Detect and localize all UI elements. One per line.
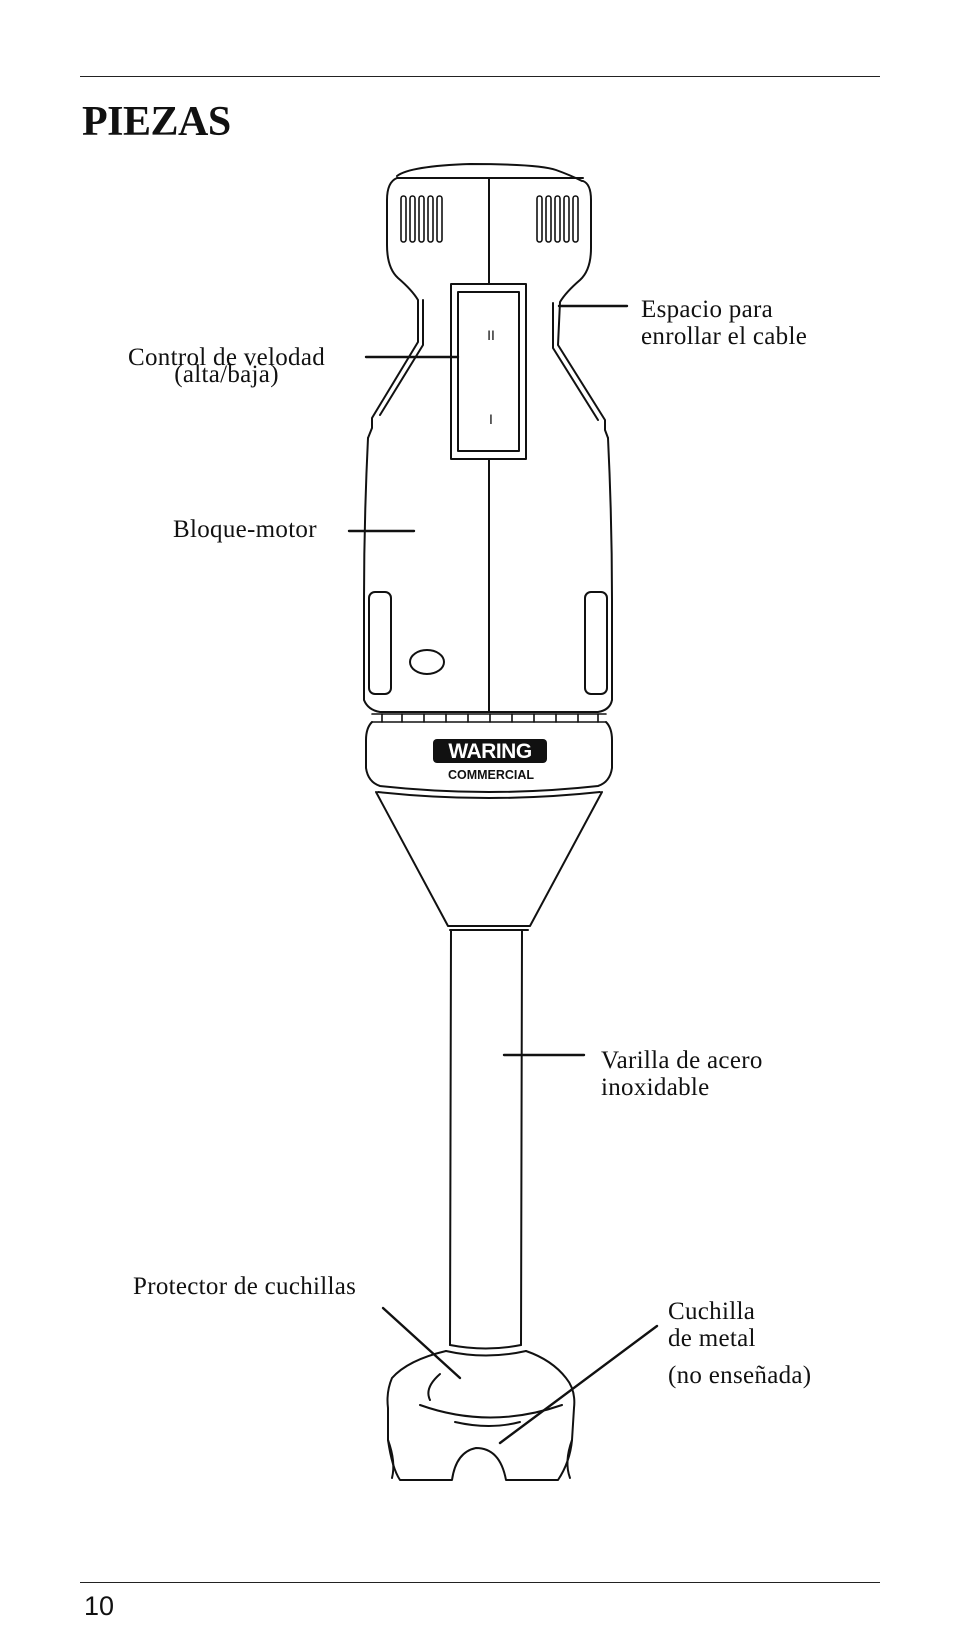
speed-switch [450,283,527,460]
brand-logo: WARING COMMERCIAL [433,739,547,782]
vent-slots-right [536,195,579,243]
label-blade-guard: Protector de cuchillas [133,1273,357,1300]
handle-top [367,163,609,439]
label-cord-space: Espacio para enrollar el cable [641,296,807,350]
page-title: PIEZAS [82,99,231,145]
top-rule [80,76,880,77]
switch-high-mark: II [487,327,495,343]
label-speed-control-line2: (alta/baja) [174,361,279,388]
page-number: 10 [84,1591,115,1621]
label-shaft-line1: Varilla de acero [601,1047,763,1074]
leader-blade-guard [381,1306,462,1380]
label-cord-space-line1: Espacio para [641,296,774,323]
label-shaft: Varilla de acero inoxidable [601,1047,763,1101]
label-speed-control: Control de velodad (alta/baja) [128,344,325,388]
label-blade-line1: Cuchilla [668,1298,756,1325]
motor-body [363,437,613,713]
cone [375,791,603,931]
label-blade-note: (no enseñada) [668,1362,812,1389]
label-shaft-line2: inoxidable [601,1074,710,1101]
leader-lines [347,304,659,1445]
brand-logo-top: WARING [448,740,531,763]
leader-blade [498,1324,659,1445]
shaft [445,929,527,1357]
blade-guard-shape [386,1350,576,1481]
label-blade-line2: de metal [668,1325,756,1352]
label-cord-space-line2: enrollar el cable [641,323,808,350]
bottom-rule [80,1582,880,1583]
vent-slots-left [400,195,443,243]
label-speed-control-line1: Control de velodad [128,344,326,371]
brand-logo-bottom: COMMERCIAL [448,768,534,782]
switch-low-mark: I [489,411,493,427]
collar-ring [371,713,607,723]
label-blade: Cuchilla de metal (no enseñada) [668,1298,811,1389]
label-motor-block: Bloque-motor [173,516,317,543]
logo-band [365,721,613,799]
